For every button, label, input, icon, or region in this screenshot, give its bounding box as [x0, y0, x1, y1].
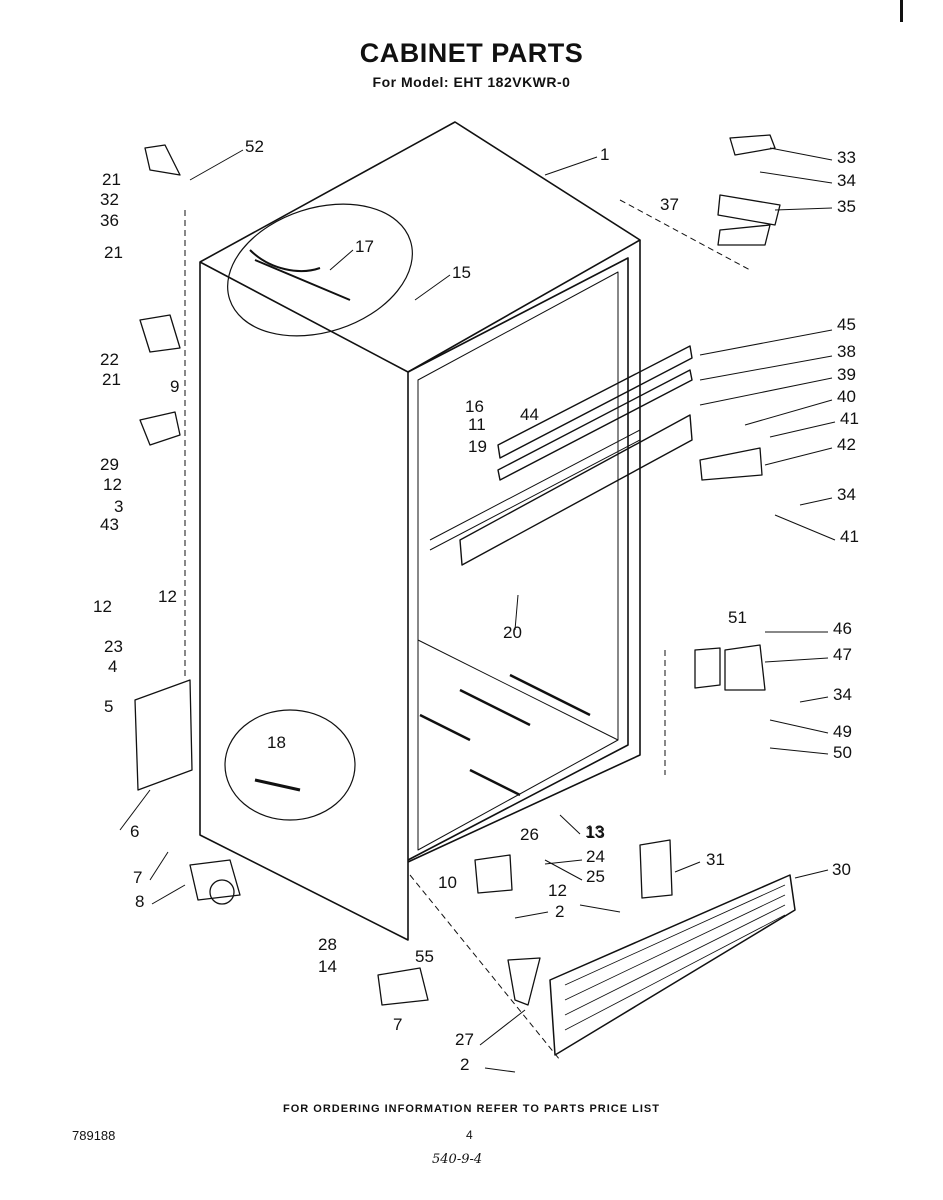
cabinet-front-side	[199, 261, 409, 941]
top-hinge-35	[717, 194, 781, 226]
callout-label: 36	[100, 211, 119, 230]
callout-label: 7	[133, 868, 142, 887]
callout-label: 12	[93, 597, 112, 616]
callout-label: 45	[837, 315, 856, 334]
callout-label: 29	[100, 455, 119, 474]
callout-label: 4	[108, 657, 117, 676]
cabinet-inner-frame	[407, 257, 629, 861]
base-grille	[549, 874, 796, 1056]
callout-label: 21	[104, 243, 123, 262]
hinge-shim-51	[694, 647, 721, 689]
rail-40	[459, 414, 693, 566]
callout-label: 41	[840, 409, 859, 428]
callout-label: 52	[245, 137, 264, 156]
callout-label: 37	[660, 195, 679, 214]
callout-label: 13	[586, 823, 605, 842]
callout-label: 51	[728, 608, 747, 627]
callout-label: 34	[833, 685, 852, 704]
hinge-cover-33	[729, 134, 776, 156]
callout-label: 41	[840, 527, 859, 546]
side-panel-6	[134, 679, 193, 791]
callout-label: 7	[393, 1015, 402, 1034]
callout-label: 35	[837, 197, 856, 216]
callout-label: 46	[833, 619, 852, 638]
callout-label: 33	[837, 148, 856, 167]
ordering-note: FOR ORDERING INFORMATION REFER TO PARTS …	[283, 1103, 660, 1115]
callout-label: 18	[267, 733, 286, 752]
bracket-26	[474, 854, 513, 894]
callout-label: 14	[318, 957, 337, 976]
heater-detail	[224, 709, 356, 821]
callout-labels: 1 52 21 32 36 17 15 21 22 21 9 29 16 11 …	[93, 137, 859, 1074]
callout-label: 27	[455, 1030, 474, 1049]
callout-label: 39	[837, 365, 856, 384]
edge-mark	[900, 0, 903, 22]
callout-label: 26	[520, 825, 539, 844]
handwritten-note: 540-9-4	[432, 1152, 483, 1167]
cabinet-top	[199, 121, 641, 373]
rail-45	[497, 345, 693, 459]
roller-8	[189, 859, 241, 901]
callout-label: 5	[104, 697, 113, 716]
callout-label: 34	[837, 485, 856, 504]
page-number: 4	[466, 1128, 473, 1142]
hinge-plate-37	[717, 224, 771, 246]
callout-label: 2	[460, 1055, 469, 1074]
bracket-31	[639, 839, 673, 899]
callout-label: 40	[837, 387, 856, 406]
callout-label: 24	[586, 847, 605, 866]
callout-label: 42	[837, 435, 856, 454]
model-subtitle: For Model: EHT 182VKWR-0	[372, 74, 571, 90]
callout-label: 3	[114, 497, 123, 516]
callout-label: 16	[465, 397, 484, 416]
callout-label: 12	[103, 475, 122, 494]
callout-label: 31	[706, 850, 725, 869]
callout-label: 10	[438, 873, 457, 892]
callout-label: 13	[585, 822, 604, 841]
callout-label: 8	[135, 892, 144, 911]
cap-tube-22	[139, 314, 181, 353]
elbow-29	[139, 411, 181, 446]
callout-label: 12	[158, 587, 177, 606]
callout-label: 32	[100, 190, 119, 209]
cabinet-inner-lines	[417, 271, 619, 851]
callout-label: 43	[100, 515, 119, 534]
center-hinge-42	[699, 447, 763, 481]
callout-label: 25	[586, 867, 605, 886]
page-title: CABINET PARTS	[359, 38, 584, 68]
callout-label: 19	[468, 437, 487, 456]
callout-label: 49	[833, 722, 852, 741]
callout-label: 6	[130, 822, 139, 841]
callout-label: 34	[837, 171, 856, 190]
callout-label: 22	[100, 350, 119, 369]
bracket-21	[144, 144, 181, 176]
rail-39	[497, 369, 693, 481]
callout-label: 11	[468, 415, 486, 434]
callout-label: 44	[520, 405, 539, 424]
roller-14	[377, 967, 429, 1006]
bracket-27	[507, 957, 541, 1006]
cabinet-back-edge	[407, 240, 641, 863]
callout-label: 28	[318, 935, 337, 954]
callout-label: 9	[170, 377, 179, 396]
wire-harness-detail	[227, 203, 413, 337]
callout-label: 17	[355, 237, 374, 256]
callout-label: 21	[102, 170, 121, 189]
callout-label: 50	[833, 743, 852, 762]
bottom-hinge-47	[724, 644, 766, 691]
callout-label: 12	[548, 881, 567, 900]
callout-label: 21	[102, 370, 121, 389]
callout-label: 15	[452, 263, 471, 282]
callout-label: 30	[832, 860, 851, 879]
callout-label: 20	[503, 623, 522, 642]
callout-label: 2	[555, 902, 564, 921]
callout-label: 23	[104, 637, 123, 656]
document-number: 789188	[72, 1128, 116, 1143]
callout-label: 55	[415, 947, 434, 966]
callout-label: 1	[600, 145, 609, 164]
callout-label: 38	[837, 342, 856, 361]
callout-label: 47	[833, 645, 852, 664]
